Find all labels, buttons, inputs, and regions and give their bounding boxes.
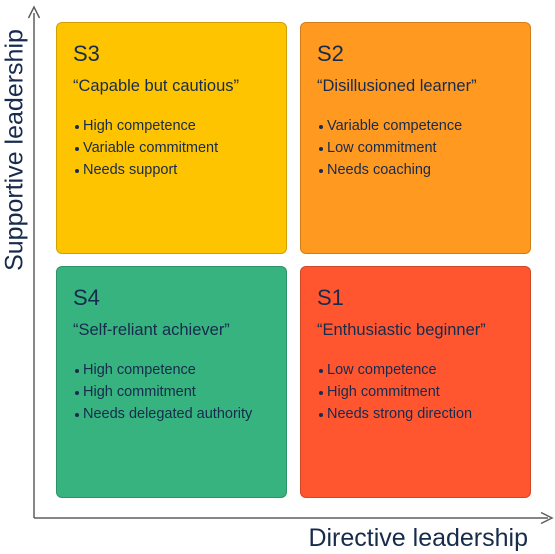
quadrant-title: “Self-reliant achiever” <box>73 321 230 339</box>
quadrant-s4: S4 “Self-reliant achiever” High competen… <box>56 266 287 498</box>
quadrant-code: S3 <box>73 41 100 66</box>
bullet-list: Low competence High commitment Needs str… <box>317 359 516 425</box>
bullet-item: High competence <box>73 115 272 137</box>
bullet-item: High competence <box>73 359 272 381</box>
bullet-list: Variable competence Low commitment Needs… <box>317 115 516 181</box>
y-axis-label: Supportive leadership <box>0 29 29 271</box>
bullet-item: Variable commitment <box>73 137 272 159</box>
quadrant-title: “Disillusioned learner” <box>317 77 477 95</box>
bullet-item: High commitment <box>317 381 516 403</box>
bullet-item: Needs delegated authority <box>73 403 272 425</box>
quadrant-s1: S1 “Enthusiastic beginner” Low competenc… <box>300 266 531 498</box>
x-axis-label: Directive leadership <box>308 524 528 552</box>
quadrant-title: “Capable but cautious” <box>73 77 240 95</box>
bullet-item: Needs coaching <box>317 159 516 181</box>
y-axis-arrow-icon <box>27 5 41 19</box>
bullet-item: Needs support <box>73 159 272 181</box>
quadrant-code: S1 <box>317 285 344 310</box>
bullet-item: Needs strong direction <box>317 403 516 425</box>
quadrant-title: “Enthusiastic beginner” <box>317 321 486 339</box>
quadrant-code: S2 <box>317 41 344 66</box>
quadrant-code: S4 <box>73 285 100 310</box>
bullet-list: High competence High commitment Needs de… <box>73 359 272 425</box>
bullet-list: High competence Variable commitment Need… <box>73 115 272 181</box>
bullet-item: Low competence <box>317 359 516 381</box>
bullet-item: Low commitment <box>317 137 516 159</box>
x-axis-arrow-icon <box>540 511 554 525</box>
quadrant-s2: S2 “Disillusioned learner” Variable comp… <box>300 22 531 254</box>
quadrant-s3: S3 “Capable but cautious” High competenc… <box>56 22 287 254</box>
bullet-item: Variable competence <box>317 115 516 137</box>
bullet-item: High commitment <box>73 381 272 403</box>
